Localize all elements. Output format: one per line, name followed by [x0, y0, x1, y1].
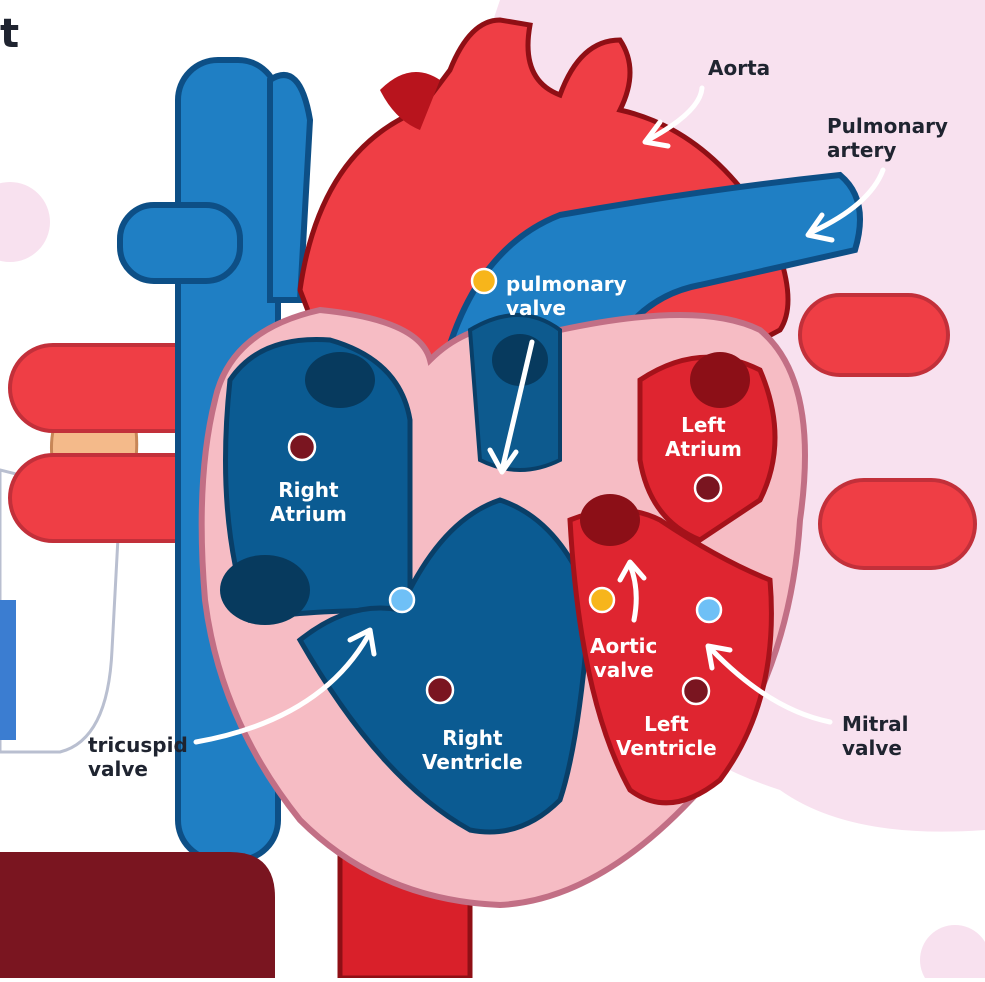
chamber-shade	[690, 352, 750, 408]
label-mitral-valve: Mitral valve	[842, 712, 909, 760]
label-aortic-valve: Aortic valve	[590, 634, 657, 682]
right-atrium-marker	[289, 434, 315, 460]
label-right-atrium: Right Atrium	[270, 478, 347, 526]
chamber-shade	[220, 555, 310, 625]
mitral-valve-marker	[697, 598, 721, 622]
label-left-ventricle: Left Ventricle	[616, 712, 717, 760]
label-aorta: Aorta	[708, 56, 770, 80]
doctor-shirt	[0, 600, 16, 740]
label-pulmonary-artery: Pulmonary artery	[827, 114, 948, 162]
label-pulmonary-valve: pulmonary valve	[506, 272, 627, 320]
corner-letter: t	[0, 12, 19, 56]
pulmonary-vein-right-upper	[800, 295, 948, 375]
label-left-atrium: Left Atrium	[665, 413, 742, 461]
label-right-ventricle: Right Ventricle	[422, 726, 523, 774]
tricuspid-valve-marker	[390, 588, 414, 612]
decor-circle	[0, 182, 50, 262]
chamber-shade	[492, 334, 548, 386]
pulmonary-vein-right-lower	[820, 480, 975, 568]
chamber-shade	[305, 352, 375, 408]
footer-banner	[0, 852, 275, 978]
right-ventricle-marker	[427, 677, 453, 703]
decor-circle	[920, 925, 985, 978]
label-tricuspid-valve: tricuspid valve	[88, 733, 188, 781]
aortic-valve-marker	[590, 588, 614, 612]
pulmonary-valve-marker	[472, 269, 496, 293]
vena-cava-side	[120, 205, 240, 281]
chamber-shade	[580, 494, 640, 546]
left-atrium-marker	[695, 475, 721, 501]
left-ventricle-marker	[683, 678, 709, 704]
